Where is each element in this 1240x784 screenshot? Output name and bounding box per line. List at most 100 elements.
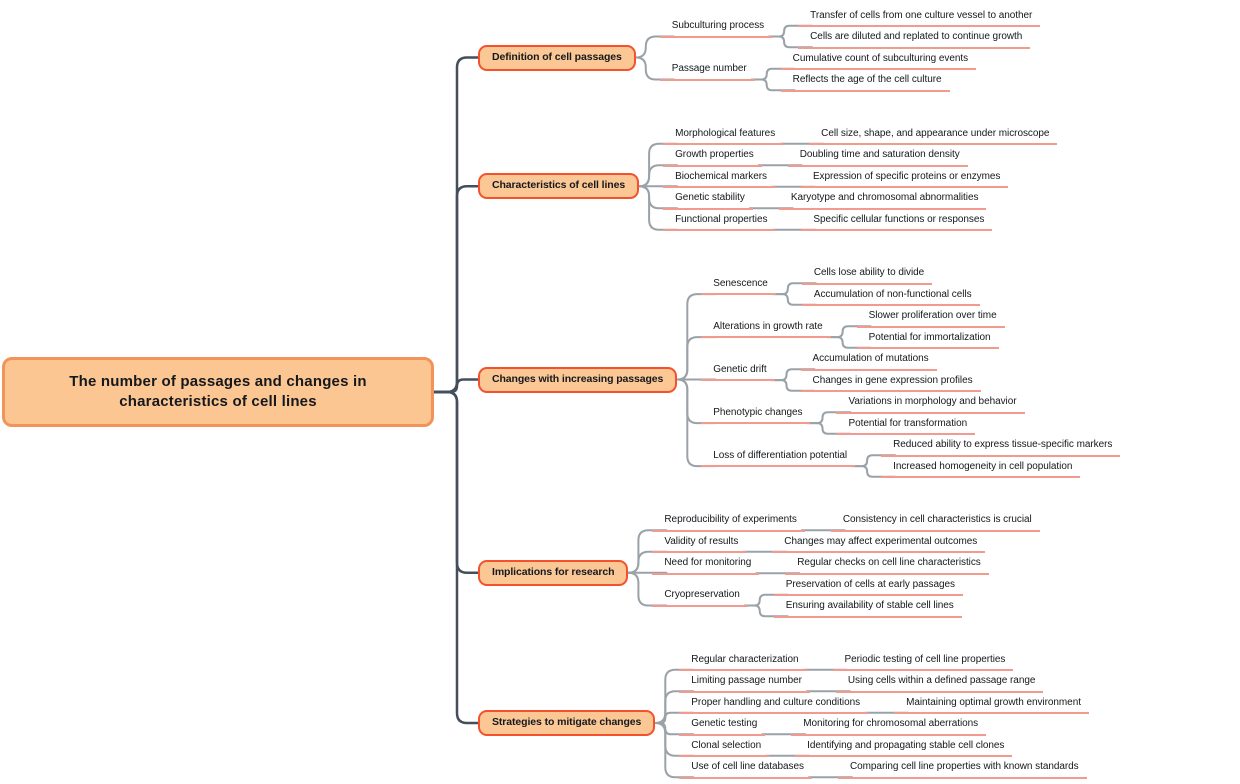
subtopic[interactable]: Loss of differentiation potential	[701, 446, 856, 468]
leaf-detail[interactable]: Transfer of cells from one culture vesse…	[798, 6, 1041, 27]
children-group: Regular checks on cell line characterist…	[785, 553, 989, 575]
children-group: Reproducibility of experiments Consistenc…	[652, 510, 1040, 618]
subtopic[interactable]: Genetic testing	[679, 714, 766, 736]
leaf-detail[interactable]: Consistency in cell characteristics is c…	[830, 510, 1040, 532]
children-group: Using cells within a defined passage ran…	[835, 671, 1044, 693]
mindmap-node: Potential for transformation	[836, 414, 1024, 435]
leaf-detail[interactable]: Doubling time and saturation density	[787, 145, 968, 167]
leaf-detail[interactable]: Cells are diluted and replated to contin…	[798, 27, 1031, 49]
subtopic[interactable]: Limiting passage number	[679, 671, 810, 693]
leaf-detail[interactable]: Reflects the age of the cell culture	[780, 70, 950, 92]
mindmap-node: Validity of results Changes may affect ex…	[652, 532, 1039, 553]
subtopic[interactable]: Need for monitoring	[652, 553, 760, 575]
leaf-detail[interactable]: Slower proliferation over time	[856, 306, 1005, 328]
branch-connector	[806, 422, 852, 435]
subtopic[interactable]: Reproducibility of experiments	[652, 510, 805, 532]
children-group: Monitoring for chromosomal aberrations	[791, 714, 987, 736]
subtopic[interactable]: Biochemical markers	[663, 167, 775, 188]
leaf-detail[interactable]: Karyotype and chromosomal abnormalities	[778, 188, 987, 210]
mindmap-node: Proper handling and culture conditions Ma…	[679, 693, 1089, 714]
leaf-detail[interactable]: Specific cellular functions or responses	[801, 210, 993, 231]
branch-connector	[771, 293, 817, 306]
leaf-detail[interactable]: Ensuring availability of stable cell lin…	[773, 596, 962, 618]
trunk-connector	[431, 390, 483, 725]
leaf-detail[interactable]: Potential for transformation	[836, 414, 976, 435]
subtopic[interactable]: Regular characterization	[679, 650, 807, 671]
children-group: Identifying and propagating stable cell …	[795, 736, 1013, 757]
branch-topic[interactable]: Changes with increasing passages	[478, 366, 678, 393]
leaf-detail[interactable]: Accumulation of non-functional cells	[801, 285, 980, 306]
leaf-detail[interactable]: Accumulation of mutations	[800, 349, 937, 371]
mindmap-node: Subculturing process Transfer of cells fr…	[659, 6, 1041, 49]
leaf-detail[interactable]: Periodic testing of cell line properties	[832, 650, 1014, 671]
leaf-detail[interactable]: Regular checks on cell line characterist…	[785, 553, 989, 575]
subtopic[interactable]: Genetic drift	[701, 360, 775, 382]
leaf-detail[interactable]: Potential for immortalization	[856, 328, 999, 349]
subtopic[interactable]: Morphological features	[663, 124, 784, 145]
leaf-detail[interactable]: Maintaining optimal growth environment	[894, 693, 1089, 714]
leaf-detail[interactable]: Preservation of cells at early passages	[773, 575, 963, 596]
subtopic[interactable]: Phenotypic changes	[701, 403, 811, 425]
mindmap-node: Transfer of cells from one culture vesse…	[798, 6, 1041, 27]
mindmap-node: Clonal selection Identifying and propagat…	[679, 736, 1089, 757]
children-group: Subculturing process Transfer of cells fr…	[659, 6, 1041, 92]
subtopic[interactable]: Growth properties	[663, 145, 762, 167]
subtopic[interactable]: Passage number	[659, 59, 755, 81]
mindmap-node: Reproducibility of experiments Consistenc…	[652, 510, 1040, 532]
mindmap-node: Using cells within a defined passage ran…	[835, 671, 1044, 693]
children-group: Periodic testing of cell line properties	[832, 650, 1014, 671]
branch-topic[interactable]: Characteristics of cell lines	[478, 173, 640, 200]
branch-connector	[826, 336, 872, 349]
children-group: Doubling time and saturation density	[787, 145, 968, 167]
subtopic[interactable]: Alterations in growth rate	[701, 317, 831, 339]
branch-connector	[626, 571, 668, 607]
subtopic[interactable]: Senescence	[701, 274, 776, 296]
root-topic[interactable]: The number of passages and changes in ch…	[2, 357, 434, 427]
children-group: Specific cellular functions or responses	[801, 210, 993, 231]
leaf-detail[interactable]: Expression of specific proteins or enzym…	[800, 167, 1009, 188]
branch-topic[interactable]: Implications for research	[478, 559, 629, 586]
subtopic[interactable]: Functional properties	[663, 210, 776, 231]
mindmap-node: Specific cellular functions or responses	[801, 210, 993, 231]
leaf-detail[interactable]: Changes may affect experimental outcomes	[772, 532, 986, 553]
leaf-detail[interactable]: Monitoring for chromosomal aberrations	[791, 714, 987, 736]
mindmap-node: Limiting passage number Using cells withi…	[679, 671, 1089, 693]
mindmap-node: Identifying and propagating stable cell …	[795, 736, 1013, 757]
leaf-detail[interactable]: Cell size, shape, and appearance under m…	[809, 124, 1058, 145]
subtopic[interactable]: Clonal selection	[679, 736, 770, 757]
mindmap-node: Strategies to mitigate changes Regular ch…	[478, 650, 1120, 779]
subtopic[interactable]: Use of cell line databases	[679, 757, 812, 779]
subtopic[interactable]: Validity of results	[652, 532, 747, 553]
branch-connector	[768, 35, 814, 49]
children-group: Regular characterization Periodic testing…	[679, 650, 1089, 779]
mindmap-node: Cell size, shape, and appearance under m…	[809, 124, 1058, 145]
leaf-detail[interactable]: Identifying and propagating stable cell …	[795, 736, 1013, 757]
leaf-detail[interactable]: Variations in morphology and behavior	[836, 392, 1025, 414]
mindmap-node: Need for monitoring Regular checks on cel…	[652, 553, 1039, 575]
mindmap-node: Biochemical markers Expression of specifi…	[663, 167, 1057, 188]
mindmap-node: Comparing cell line properties with know…	[837, 757, 1087, 779]
branch-topic[interactable]: Definition of cell passages	[478, 44, 636, 71]
subtopic[interactable]: Cryopreservation	[652, 585, 748, 607]
children-group: Changes may affect experimental outcomes	[772, 532, 986, 553]
subtopic[interactable]: Subculturing process	[659, 16, 773, 38]
leaf-detail[interactable]: Using cells within a defined passage ran…	[835, 671, 1044, 693]
leaf-detail[interactable]: Cumulative count of subculturing events	[780, 49, 977, 70]
mindmap-node: Expression of specific proteins or enzym…	[800, 167, 1009, 188]
mindmap-node: Alterations in growth rate Slower prolife…	[701, 306, 1120, 349]
leaf-detail[interactable]: Increased homogeneity in cell population	[881, 457, 1081, 478]
leaf-detail[interactable]: Comparing cell line properties with know…	[837, 757, 1087, 779]
branch-topic[interactable]: Strategies to mitigate changes	[478, 710, 656, 736]
leaf-detail[interactable]: Changes in gene expression profiles	[800, 371, 981, 392]
leaf-detail[interactable]: Cells lose ability to divide	[801, 263, 933, 285]
mindmap-node: Loss of differentiation potential Reduced…	[701, 435, 1121, 478]
mindmap-node: Use of cell line databases Comparing cell…	[679, 757, 1089, 779]
subtopic[interactable]: Genetic stability	[663, 188, 753, 210]
mindmap-node: Increased homogeneity in cell population	[881, 457, 1120, 478]
mindmap-node: Implications for research Reproducibility…	[478, 510, 1120, 618]
subtopic[interactable]: Proper handling and culture conditions	[679, 693, 869, 714]
leaf-detail[interactable]: Reduced ability to express tissue-specif…	[881, 435, 1121, 457]
branch-connector	[633, 56, 675, 81]
